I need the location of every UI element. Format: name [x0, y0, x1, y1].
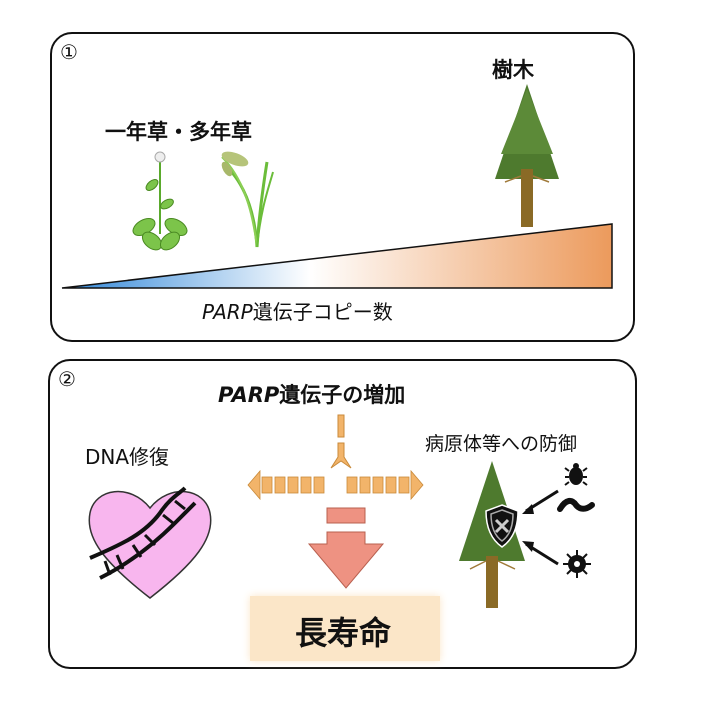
longevity-label: 長寿命 — [295, 614, 392, 652]
virus-icon — [563, 550, 591, 578]
herb-label: 一年草・多年草 — [105, 120, 252, 144]
axis-label-gene: PARP — [202, 300, 253, 324]
result-box: 長寿命 — [250, 596, 440, 661]
arabidopsis-icon — [132, 151, 188, 251]
worm-icon — [557, 497, 595, 512]
attack-arrows — [522, 489, 559, 566]
heart-dna-icon — [88, 486, 212, 599]
beetle-icon — [564, 463, 588, 486]
rice-icon — [221, 151, 274, 248]
pathogen-defense-label: 病原体等への防御 — [425, 433, 578, 455]
panel-number: ① — [60, 40, 78, 64]
panel-copy-number: ① 一年草・多年草 樹木 — [50, 32, 635, 342]
title-text: 遺伝子の増加 — [279, 383, 406, 407]
split-arrow-icon — [247, 414, 424, 501]
shield-icon — [485, 504, 519, 548]
panel-effects: ② PARP遺伝子の増加 DNA修復 病原体等への防御 長寿命 — [48, 359, 637, 669]
panel-number: ② — [58, 367, 76, 391]
copy-number-wedge — [61, 223, 613, 289]
tree-label: 樹木 — [492, 58, 534, 82]
conifer-icon — [495, 84, 559, 227]
title-gene: PARP — [218, 383, 280, 407]
axis-label: PARP遺伝子コピー数 — [202, 296, 393, 325]
dna-repair-label: DNA修復 — [85, 445, 170, 469]
panel-title: PARP遺伝子の増加 — [218, 379, 405, 409]
down-arrow-icon — [307, 507, 385, 589]
axis-label-text: 遺伝子コピー数 — [252, 300, 393, 324]
